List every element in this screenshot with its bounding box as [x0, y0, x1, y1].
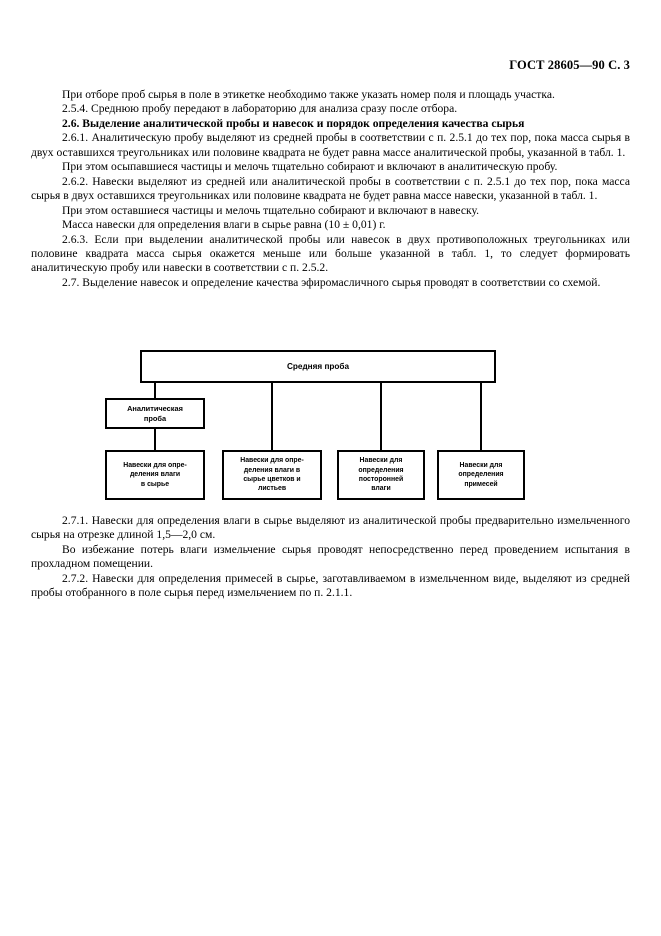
- paragraph: 2.5.4. Среднюю пробу передают в лаборато…: [62, 102, 458, 116]
- paragraph: 2.7.1. Навески для определения влаги в с…: [31, 514, 630, 542]
- paragraph: 2.7.2. Навески для определения примесей …: [31, 571, 630, 600]
- paragraph: 2.7. Выделение навесок и определение кач…: [62, 275, 601, 289]
- paragraph: Во избежание потерь влаги измельчение сы…: [31, 542, 630, 571]
- paragraph: При отборе проб сырья в поле в этикетке …: [62, 88, 555, 101]
- scheme-node-average-sample: Средняя проба: [140, 350, 496, 383]
- running-head: ГОСТ 28605—90 С. 3: [509, 58, 630, 72]
- body-text-lower: 2.7.1. Навески для определения влаги в с…: [31, 514, 630, 601]
- connector-line: [480, 383, 482, 450]
- connector-line: [380, 383, 382, 450]
- section-heading-2-6: 2.6. Выделение аналитической пробы и нав…: [62, 116, 525, 130]
- scheme-node-label: Средняя проба: [287, 361, 349, 371]
- paragraph: 2.6.1. Аналитическую пробу выделяют из с…: [31, 131, 630, 159]
- paragraph: 2.6.2. Навески выделяют из средней или а…: [31, 174, 630, 203]
- connector-line: [271, 383, 273, 450]
- connector-line: [154, 383, 156, 398]
- connector-line: [154, 429, 156, 450]
- paragraph: Масса навески для определения влаги в сы…: [62, 218, 386, 232]
- body-text-upper: При отборе проб сырья в поле в этикетке …: [31, 88, 630, 290]
- paragraph: При этом осыпавшиеся частицы и мелочь тщ…: [62, 160, 558, 174]
- paragraph: При этом оставшиеся частицы и мелочь тща…: [62, 203, 480, 217]
- paragraph: 2.6.3. Если при выделении аналитической …: [31, 232, 630, 275]
